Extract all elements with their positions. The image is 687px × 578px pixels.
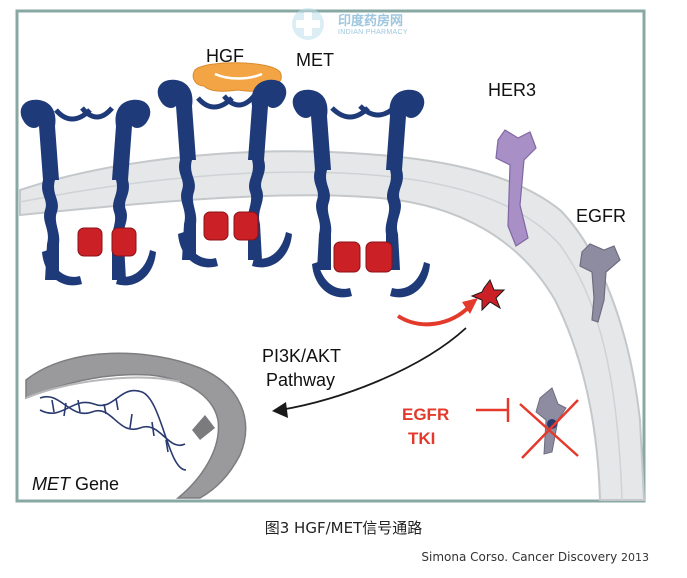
citation: Simona Corso. Cancer Discovery 2013: [421, 550, 649, 564]
inhibition-cross: [519, 399, 579, 459]
met-receptor-2: [157, 79, 292, 268]
label-hgf: HGF: [206, 46, 244, 66]
activation-burst: [470, 278, 506, 312]
met-receptor-3: [292, 89, 430, 298]
egfr-receptor: [579, 243, 621, 323]
dna-helix: [39, 389, 187, 471]
citation-name: Simona Corso. Cancer Discovery: [421, 550, 621, 564]
her3-receptor: [495, 129, 537, 247]
label-tki-line1: EGFR: [402, 405, 449, 424]
tki-inhibition-bar: [476, 398, 510, 422]
label-egfr: EGFR: [576, 206, 626, 226]
nucleus: [25, 352, 247, 499]
activation-arrow: [396, 304, 472, 327]
label-pathway-line2: Pathway: [266, 370, 335, 390]
citation-year: 2013: [621, 551, 649, 564]
watermark-logo: [292, 8, 324, 40]
watermark-chinese: 印度药房网: [338, 14, 404, 29]
watermark-english: INDIAN PHARMACY: [338, 29, 408, 36]
figure-caption: 图3 HGF/MET信号通路: [264, 519, 423, 537]
label-met-gene: MET Gene: [32, 474, 119, 494]
pi3k-pathway-arrow: [279, 327, 467, 411]
inhibited-egfr-kinase: [519, 387, 579, 459]
met-receptor-1: [20, 99, 156, 286]
label-pathway-line1: PI3K/AKT: [262, 346, 341, 366]
label-tki-line2: TKI: [408, 429, 435, 448]
label-her3: HER3: [488, 80, 536, 100]
label-met: MET: [296, 50, 334, 70]
